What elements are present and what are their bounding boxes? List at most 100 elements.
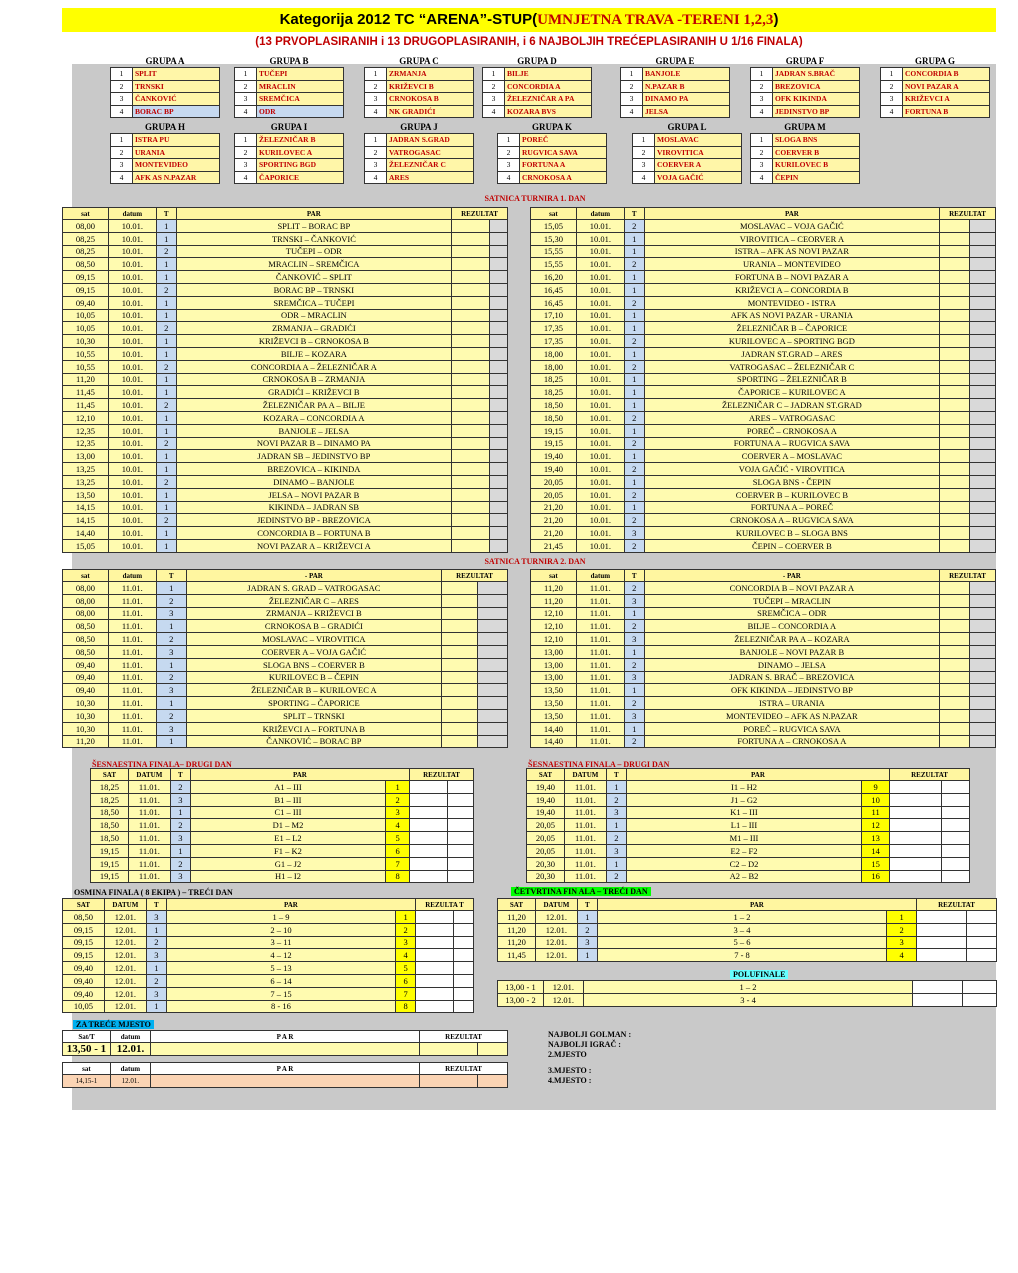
score-home[interactable]	[939, 462, 971, 476]
score-away[interactable]	[965, 910, 998, 924]
score-away[interactable]	[969, 244, 996, 259]
score-home[interactable]	[451, 423, 490, 438]
score-away[interactable]	[969, 644, 996, 659]
score-away[interactable]	[941, 805, 970, 820]
score-home[interactable]	[451, 359, 490, 374]
score-away[interactable]	[969, 734, 996, 749]
score-home[interactable]	[939, 487, 971, 502]
score-away[interactable]	[969, 619, 996, 634]
score-home[interactable]	[451, 308, 490, 323]
score-away[interactable]	[488, 321, 509, 336]
score-home[interactable]	[939, 734, 970, 749]
score-away[interactable]	[969, 696, 996, 710]
score-away[interactable]	[447, 792, 474, 807]
score-home[interactable]	[939, 581, 970, 595]
score-home[interactable]	[889, 780, 942, 794]
score-away[interactable]	[941, 843, 970, 858]
score-home[interactable]	[441, 581, 479, 595]
score-away[interactable]	[452, 961, 475, 975]
score-away[interactable]	[488, 257, 509, 272]
score-away[interactable]	[969, 282, 996, 297]
score-away[interactable]	[969, 670, 996, 685]
score-home[interactable]	[415, 999, 454, 1014]
score-away[interactable]	[452, 935, 475, 950]
score-home[interactable]	[939, 398, 971, 412]
score-away[interactable]	[965, 935, 998, 950]
score-home[interactable]	[939, 657, 970, 672]
score-home[interactable]	[939, 282, 971, 297]
score-home[interactable]	[415, 961, 454, 975]
score-away[interactable]	[488, 462, 509, 476]
score-away[interactable]	[969, 270, 996, 284]
score-away[interactable]	[477, 708, 508, 723]
score-home[interactable]	[939, 270, 971, 284]
score-away[interactable]	[969, 500, 996, 515]
score-home[interactable]	[409, 856, 449, 871]
score-home[interactable]	[451, 219, 490, 233]
score-away[interactable]	[488, 500, 509, 515]
score-home[interactable]	[451, 257, 490, 272]
score-home[interactable]	[415, 922, 454, 937]
score-away[interactable]	[969, 295, 996, 310]
score-home[interactable]	[409, 843, 449, 858]
score-away[interactable]	[969, 657, 996, 672]
score-away[interactable]	[488, 423, 509, 438]
score-home[interactable]	[415, 986, 454, 1001]
score-away[interactable]	[488, 538, 509, 553]
score-away[interactable]	[941, 856, 970, 871]
score-away[interactable]	[969, 385, 996, 400]
score-home[interactable]	[451, 410, 490, 425]
score-away[interactable]	[452, 973, 475, 988]
score-away[interactable]	[488, 346, 509, 361]
score-away[interactable]	[447, 869, 474, 884]
score-home[interactable]	[415, 948, 454, 963]
score-away[interactable]	[477, 721, 508, 736]
score-away[interactable]	[969, 334, 996, 348]
score-home[interactable]	[409, 780, 449, 794]
score-away[interactable]	[488, 474, 509, 489]
score-away[interactable]	[969, 359, 996, 374]
score-home[interactable]	[409, 869, 449, 884]
score-home[interactable]	[419, 1074, 479, 1088]
score-away[interactable]	[477, 670, 508, 685]
score-away[interactable]	[447, 856, 474, 871]
score-away[interactable]	[488, 449, 509, 464]
score-home[interactable]	[889, 805, 942, 820]
score-away[interactable]	[941, 831, 970, 845]
score-away[interactable]	[447, 805, 474, 820]
score-away[interactable]	[969, 231, 996, 246]
score-home[interactable]	[419, 1042, 479, 1056]
score-home[interactable]	[939, 449, 971, 464]
score-home[interactable]	[451, 270, 490, 284]
score-away[interactable]	[969, 526, 996, 540]
score-away[interactable]	[969, 513, 996, 528]
score-away[interactable]	[969, 219, 996, 233]
score-home[interactable]	[939, 683, 970, 698]
score-home[interactable]	[409, 818, 449, 833]
score-home[interactable]	[451, 295, 490, 310]
score-away[interactable]	[965, 922, 998, 937]
score-home[interactable]	[441, 657, 479, 672]
score-home[interactable]	[916, 935, 967, 950]
score-away[interactable]	[447, 831, 474, 845]
score-home[interactable]	[451, 538, 490, 553]
score-home[interactable]	[889, 818, 942, 833]
score-away[interactable]	[488, 282, 509, 297]
score-home[interactable]	[939, 410, 971, 425]
score-away[interactable]	[969, 474, 996, 489]
score-home[interactable]	[939, 372, 971, 387]
score-home[interactable]	[939, 513, 971, 528]
score-home[interactable]	[451, 500, 490, 515]
score-home[interactable]	[441, 593, 479, 608]
score-home[interactable]	[939, 346, 971, 361]
score-away[interactable]	[488, 244, 509, 259]
score-home[interactable]	[441, 644, 479, 659]
score-away[interactable]	[965, 948, 998, 963]
score-away[interactable]	[477, 1042, 508, 1056]
score-home[interactable]	[939, 708, 970, 723]
score-away[interactable]	[488, 270, 509, 284]
score-away[interactable]	[488, 526, 509, 540]
score-away[interactable]	[969, 708, 996, 723]
score-away[interactable]	[452, 999, 475, 1014]
score-away[interactable]	[477, 632, 508, 646]
